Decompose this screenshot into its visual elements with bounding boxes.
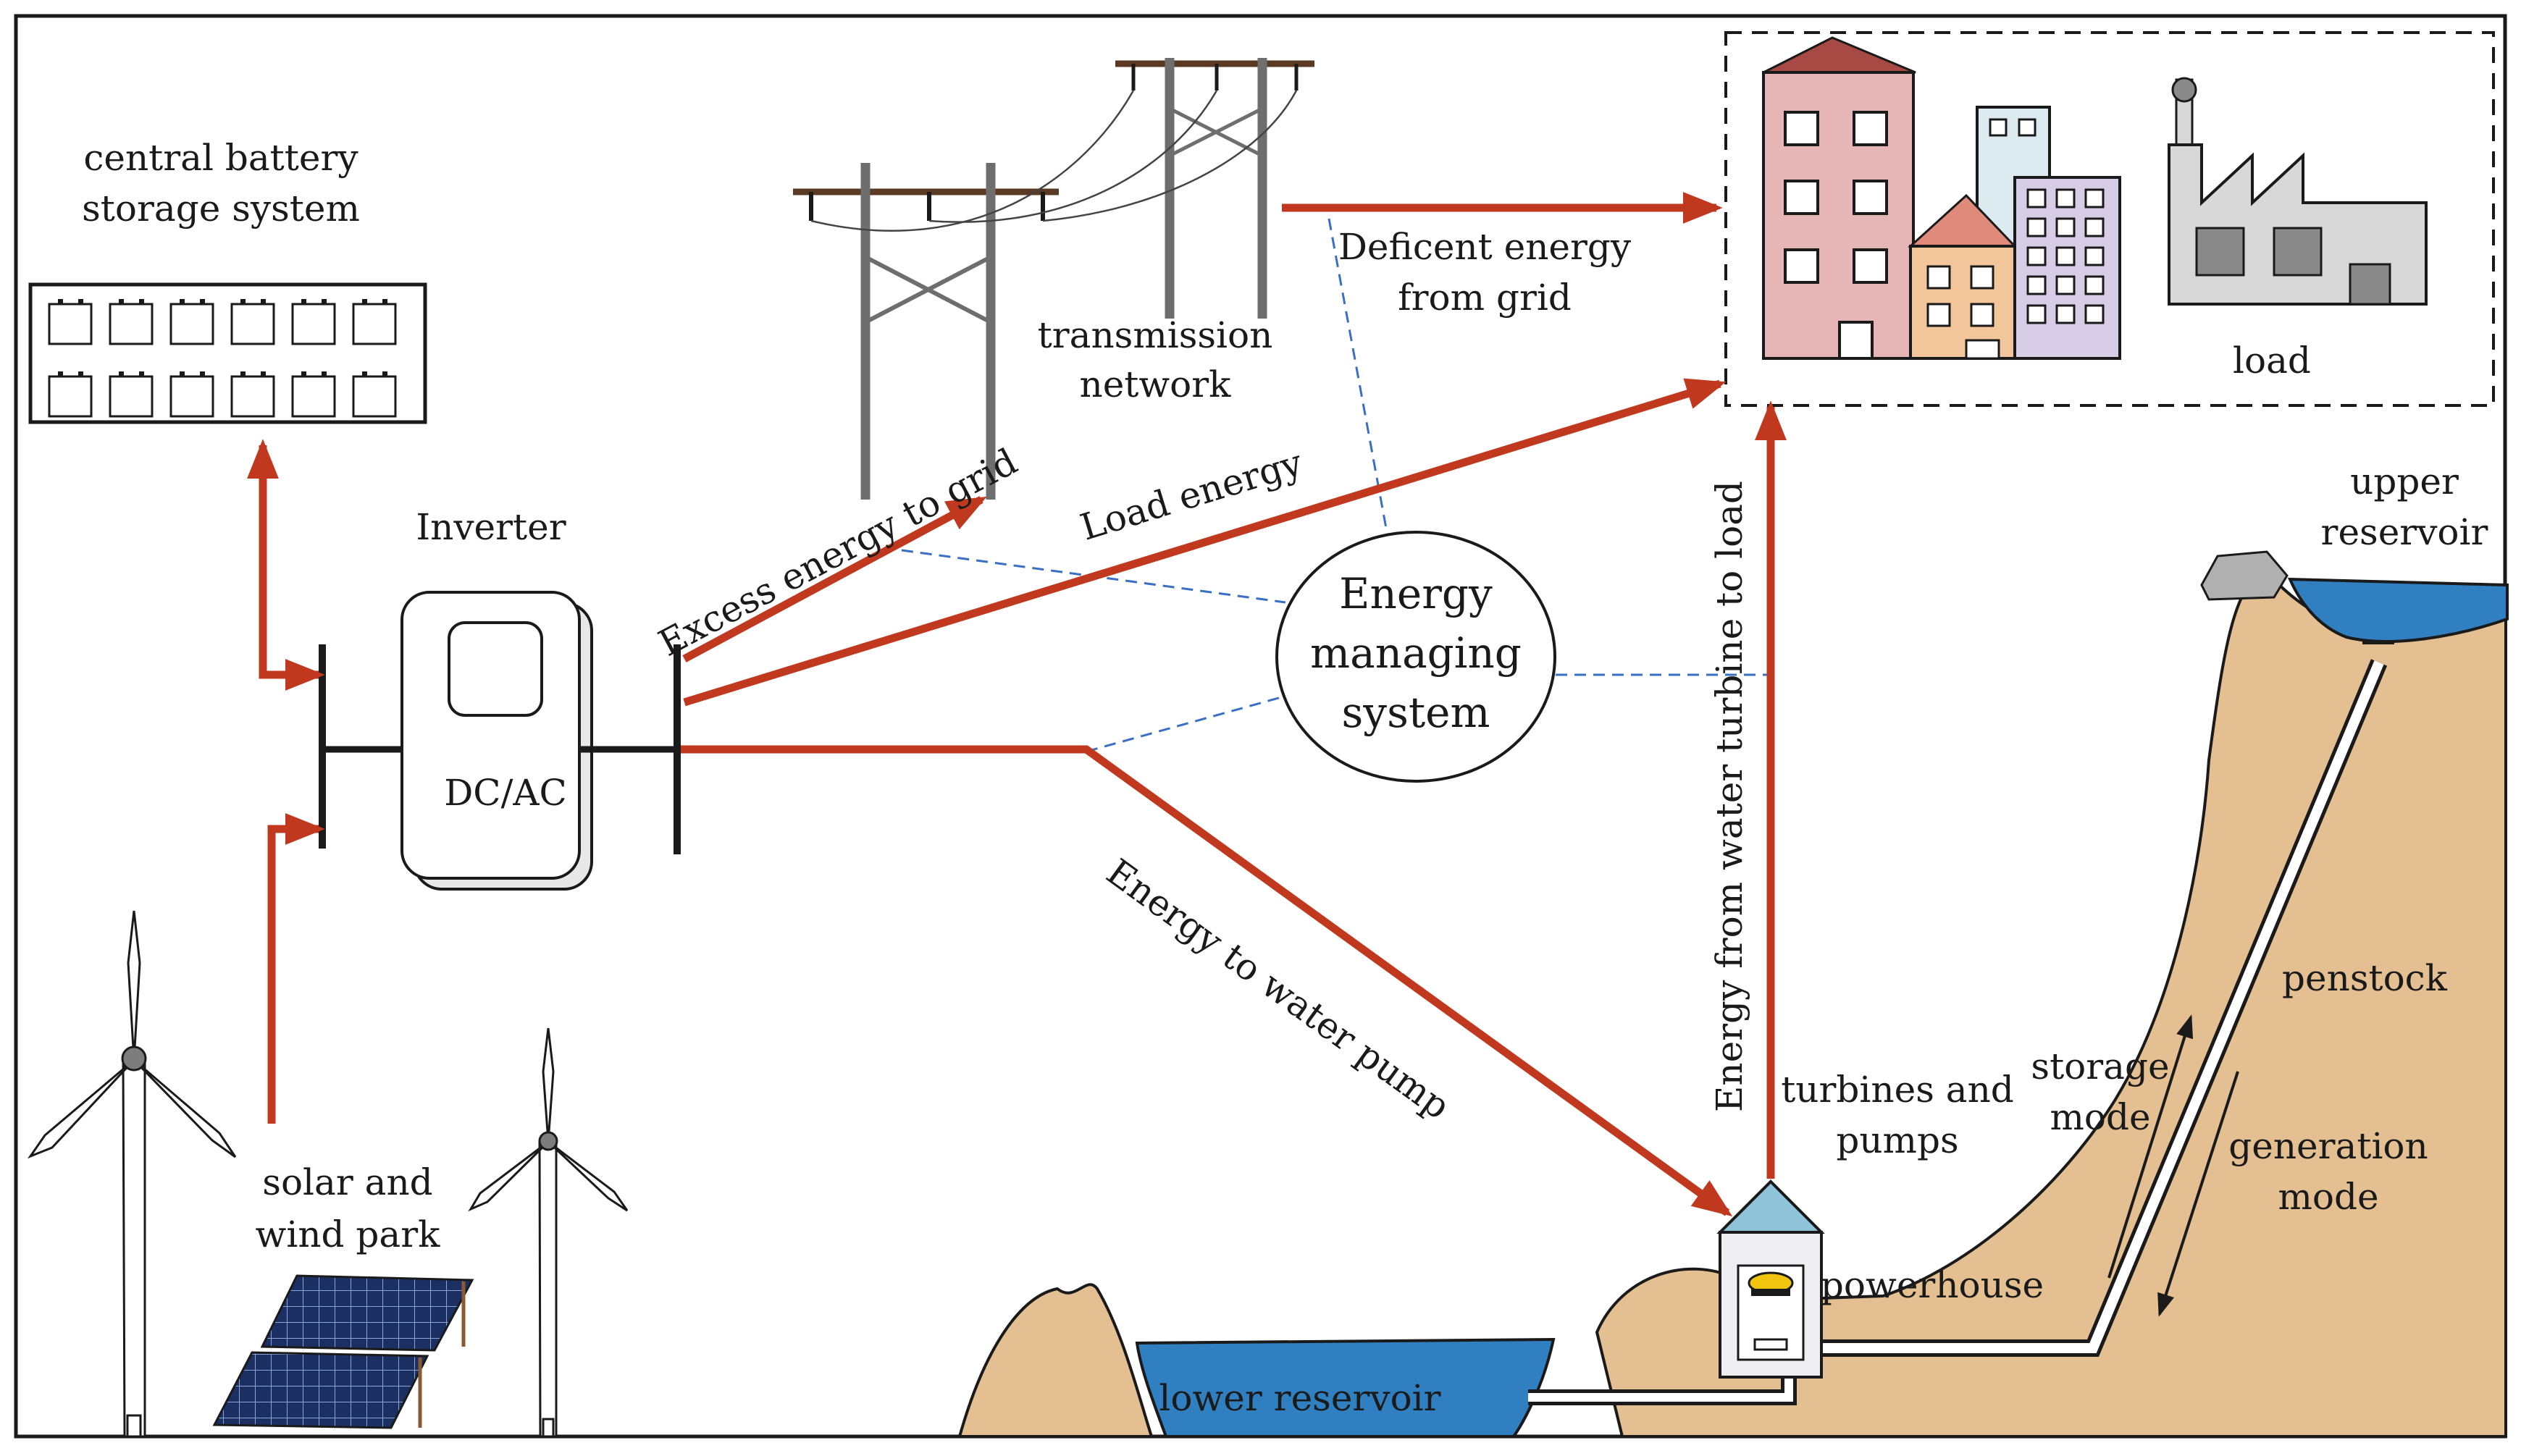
- ems-label-3: system: [1342, 688, 1490, 737]
- building-window: [2055, 275, 2076, 295]
- turbine-to-load-label: Energy from water turbine to load: [1708, 481, 1750, 1112]
- generation-mode-label-1: generation: [2228, 1125, 2428, 1167]
- building-window: [2026, 246, 2047, 266]
- turbines-label-1: turbines and: [1781, 1069, 2014, 1111]
- battery-cell: [291, 375, 336, 418]
- battery-label-1: central battery: [83, 137, 358, 179]
- battery-terminal: [240, 299, 246, 304]
- battery-terminal: [139, 299, 144, 304]
- transmission-label-2: network: [1080, 363, 1232, 405]
- ems-label-2: managing: [1310, 628, 1522, 678]
- inverter: Inverter DC/AC: [319, 506, 681, 891]
- terrain: [957, 550, 2509, 1438]
- energy-flow-arrows: [247, 192, 1787, 1217]
- battery-cell: [109, 303, 154, 345]
- solar-panels: [212, 1274, 474, 1429]
- upper-reservoir-label-1: upper: [2350, 460, 2459, 502]
- building-window: [2084, 217, 2105, 237]
- penstock-label: penstock: [2282, 957, 2448, 999]
- park-label-1: solar and: [262, 1161, 432, 1203]
- battery-storage: central battery storage system: [28, 137, 427, 424]
- wind-turbines: [27, 910, 629, 1438]
- building-window: [2084, 304, 2105, 324]
- transmission-towers: [793, 58, 1314, 500]
- battery-terminal: [261, 371, 266, 376]
- building-window: [2084, 275, 2105, 295]
- battery-terminal: [322, 299, 327, 304]
- lower-reservoir-label: lower reservoir: [1159, 1377, 1440, 1419]
- building-window: [2055, 188, 2076, 209]
- lavender-building-windows: [2026, 188, 2105, 324]
- ems-label-1: Energy: [1339, 569, 1493, 618]
- building-window: [2055, 217, 2076, 237]
- battery-terminal: [119, 299, 124, 304]
- dcac-label: DC/AC: [444, 772, 567, 814]
- storage-mode-label-2: mode: [2050, 1096, 2150, 1138]
- building-window: [2026, 275, 2047, 295]
- battery-cell: [230, 375, 275, 418]
- battery-cell: [169, 303, 214, 345]
- battery-terminal: [382, 371, 387, 376]
- battery-terminal: [58, 371, 63, 376]
- inverter-label: Inverter: [416, 506, 566, 548]
- powerhouse-label: powerhouse: [1821, 1264, 2044, 1306]
- deficient-label-1: Deficent energy: [1338, 226, 1632, 268]
- battery-cell: [230, 303, 275, 345]
- battery-terminal: [261, 299, 266, 304]
- battery-terminal: [139, 371, 144, 376]
- battery-terminal: [301, 299, 306, 304]
- battery-terminal: [58, 299, 63, 304]
- battery-terminal: [200, 299, 205, 304]
- battery-cell: [291, 303, 336, 345]
- building-window: [2084, 188, 2105, 209]
- battery-terminal: [78, 299, 83, 304]
- generation-mode-label-2: mode: [2278, 1176, 2378, 1218]
- battery-cell: [352, 303, 397, 345]
- building-window: [2026, 304, 2047, 324]
- battery-terminal: [362, 371, 367, 376]
- battery-terminal: [200, 371, 205, 376]
- battery-terminal: [362, 299, 367, 304]
- building-window: [2055, 246, 2076, 266]
- battery-cell: [48, 375, 93, 418]
- load-label: load: [2233, 340, 2311, 382]
- deficient-label-2: from grid: [1398, 277, 1572, 319]
- battery-terminal: [180, 299, 185, 304]
- battery-terminal: [240, 371, 246, 376]
- battery-cell: [109, 375, 154, 418]
- storage-mode-label-1: storage: [2031, 1045, 2169, 1087]
- battery-terminal: [322, 371, 327, 376]
- battery-cell: [352, 375, 397, 418]
- building-window: [2026, 188, 2047, 209]
- building-window: [2026, 217, 2047, 237]
- energy-managing-system: Energy managing system: [901, 218, 1771, 783]
- building-window: [2055, 304, 2076, 324]
- upper-reservoir-label-2: reservoir: [2321, 511, 2488, 553]
- battery-terminal: [78, 371, 83, 376]
- battery-label-2: storage system: [82, 188, 360, 230]
- load-group: load: [1724, 31, 2495, 407]
- load-energy-label: Load energy: [1075, 442, 1307, 549]
- transmission-label-1: transmission: [1038, 314, 1273, 356]
- park-label-2: wind park: [256, 1213, 441, 1255]
- excess-energy-label: Excess energy to grid: [652, 440, 1024, 665]
- battery-terminal: [180, 371, 185, 376]
- building-window: [2084, 246, 2105, 266]
- battery-cell: [169, 375, 214, 418]
- turbines-label-2: pumps: [1836, 1119, 1958, 1161]
- battery-cell: [48, 303, 93, 345]
- battery-terminal: [382, 299, 387, 304]
- battery-terminal: [119, 371, 124, 376]
- battery-cells: [48, 299, 397, 418]
- battery-terminal: [301, 371, 306, 376]
